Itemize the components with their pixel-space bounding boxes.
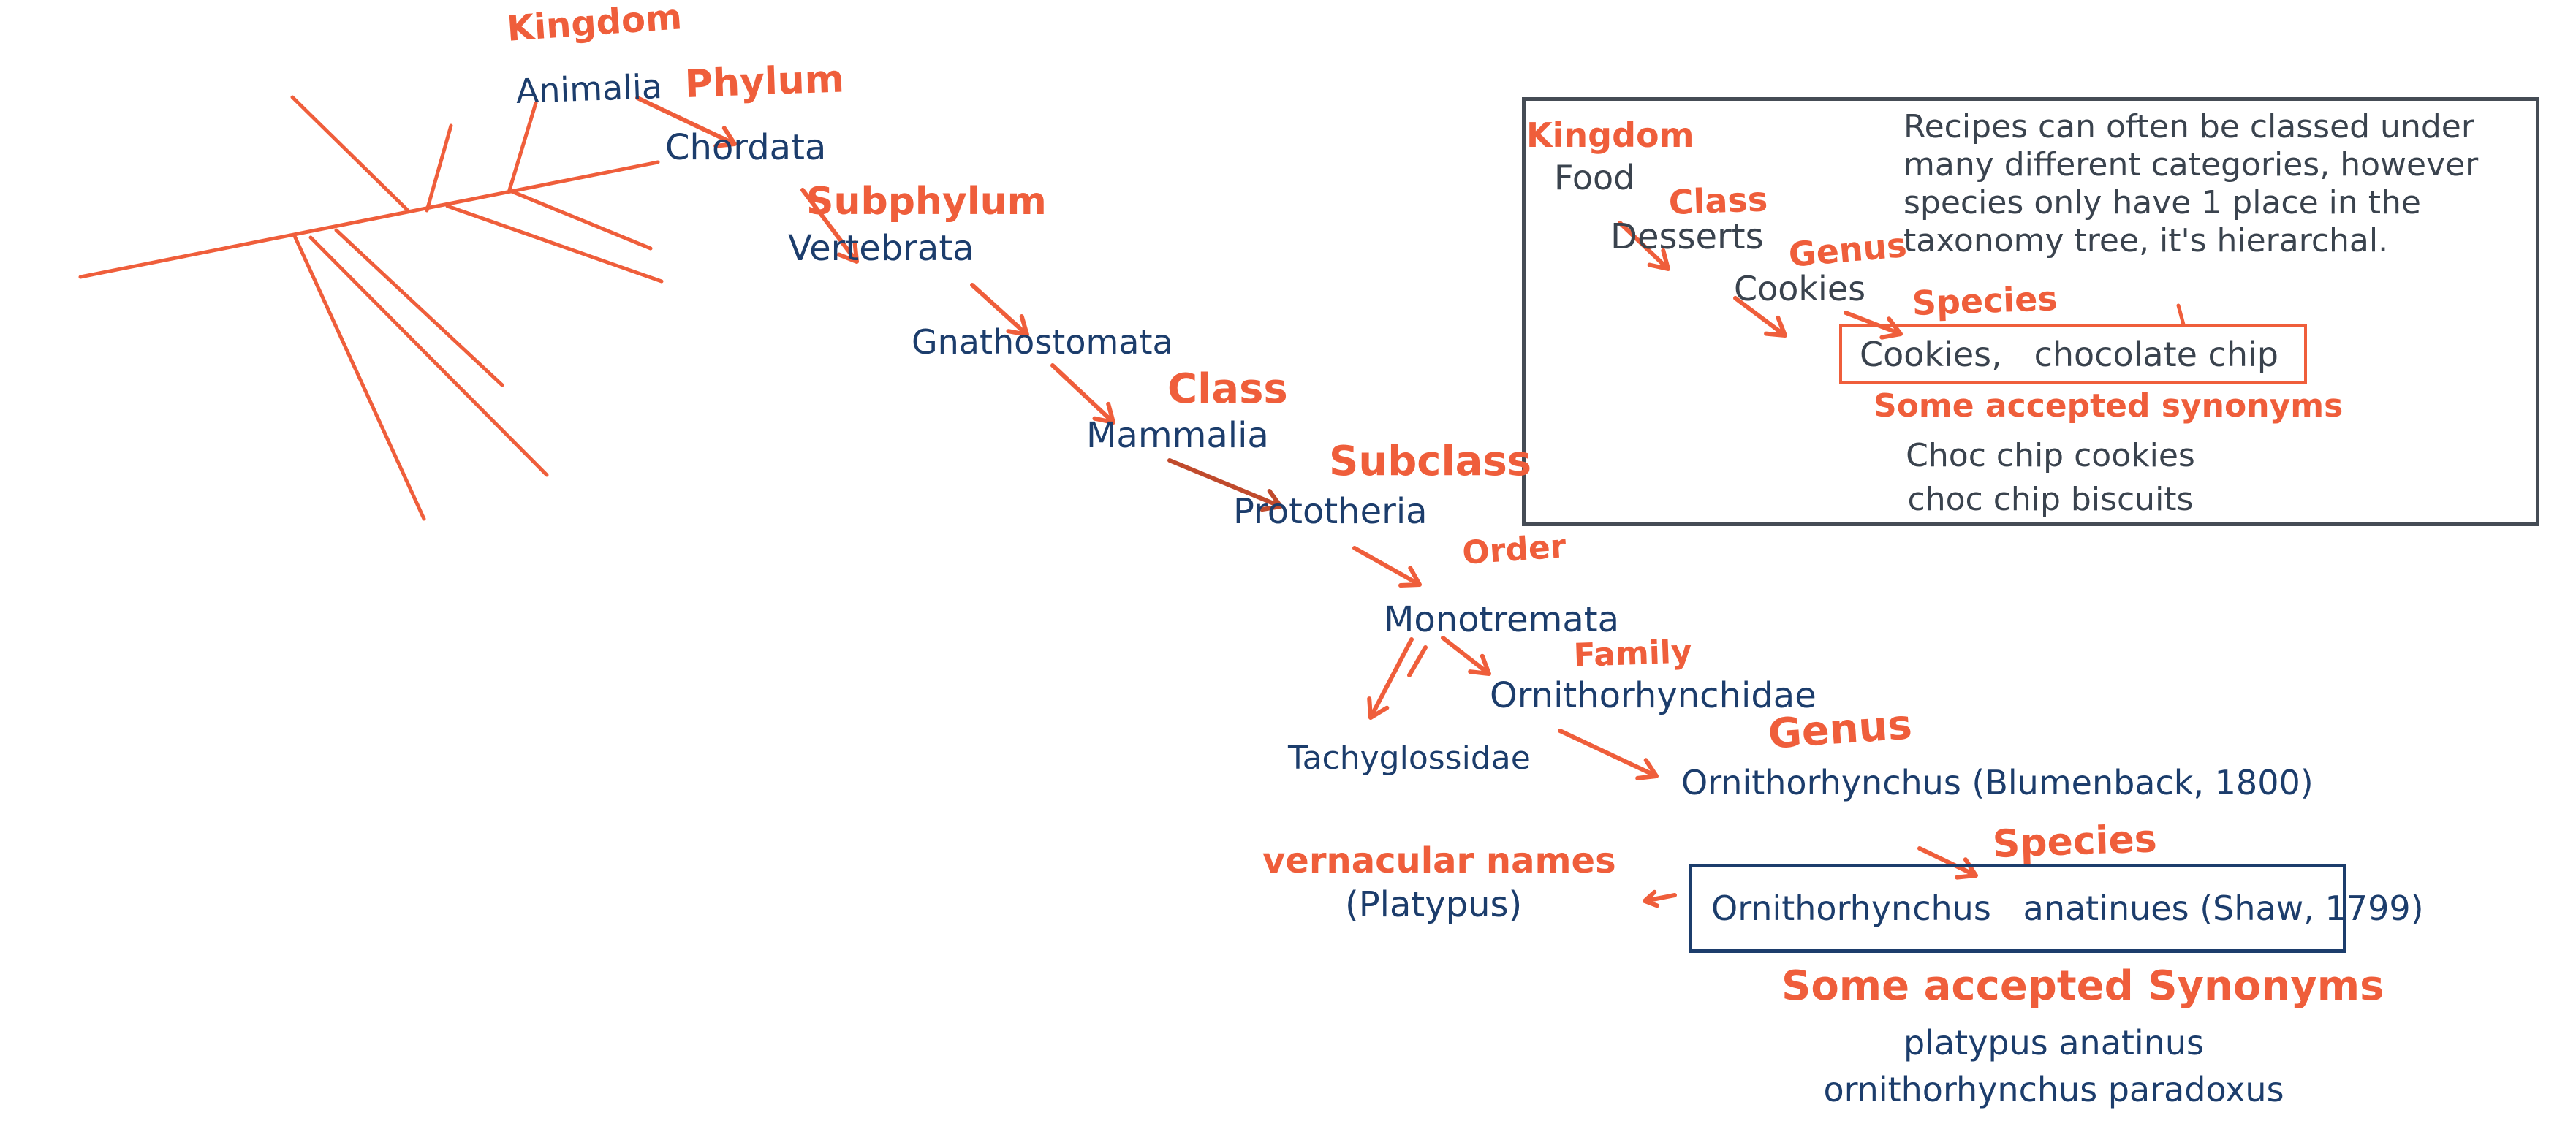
arrow-prototheria-to-monotremata	[1352, 546, 1422, 588]
synonym-2: ornithorhynchus paradoxus	[1823, 1070, 2284, 1109]
family-taxon: Ornithorhynchidae	[1490, 675, 1817, 716]
recipe-synonyms-block: Choc chip cookies choc chip biscuits	[1868, 440, 2233, 516]
class-rank-label: Class	[1167, 365, 1288, 413]
arrow-monotremata-to-tachyglossidae	[1367, 637, 1414, 720]
recipe-example-box	[1522, 97, 2539, 526]
recipe-kingdom-rank-label: Kingdom	[1526, 115, 1694, 155]
species-rank-label: Species	[1991, 817, 2158, 867]
order-rank-label: Order	[1461, 528, 1568, 572]
recipe-kingdom-value: Food	[1554, 158, 1635, 197]
recipe-genus-rank-label: Genus	[1787, 224, 1909, 275]
arrow-monotremata-to-ornithorhynchidae	[1441, 636, 1491, 676]
arrow-ornithorhynchidae-to-genus	[1558, 729, 1659, 780]
arrow-desserts-to-cookies	[1733, 296, 1787, 338]
arrow-chordata-to-vertebrata	[800, 188, 859, 264]
arrow-gnathostomata-to-mammalia	[1050, 363, 1115, 425]
recipe-note-line-3: species only have 1 place in the	[1903, 184, 2421, 221]
vernacular-name: (Platypus)	[1345, 884, 1523, 925]
tree-branch-4	[78, 160, 660, 279]
sister-family-taxon: Tachyglossidae	[1288, 740, 1531, 777]
synonyms-title: Some accepted Synonyms	[1781, 962, 2384, 1010]
recipe-note-line-1: Recipes can often be classed under	[1903, 108, 2474, 145]
tree-branch-7	[292, 234, 426, 521]
family-rank-label: Family	[1572, 633, 1693, 674]
species-box: Ornithorhynchus anatinues (Shaw, 1799)	[1689, 864, 2424, 953]
arrow-animalia-to-chordata	[635, 96, 737, 148]
recipe-genus-value: Cookies	[1734, 269, 1866, 308]
subclass-taxon: Prototheria	[1233, 491, 1428, 532]
genus-rank-label: Genus	[1766, 701, 1914, 759]
genus-taxon: Ornithorhynchus (Blumenback, 1800)	[1681, 763, 2314, 802]
phylum-taxon: Chordata	[665, 127, 827, 168]
tree-branch-5	[509, 189, 653, 251]
infraphylum-taxon: Gnathostomata	[912, 322, 1173, 362]
synonym-1: platypus anatinus	[1903, 1023, 2204, 1063]
subphylum-rank-label: Subphylum	[806, 180, 1047, 224]
subphylum-taxon: Vertebrata	[788, 228, 974, 269]
subclass-rank-label: Subclass	[1329, 438, 1532, 485]
arrow-species-box-to-vernacular	[1643, 889, 1677, 908]
vernacular-names-label: vernacular names	[1262, 840, 1616, 881]
recipe-class-value: Desserts	[1610, 216, 1764, 257]
tree-branch-1	[290, 95, 410, 213]
recipe-note: Recipes can often be classed under many …	[1903, 108, 2478, 260]
synonyms-block: Some accepted Synonyms platypus anatinus…	[1781, 962, 2384, 1109]
arrow-vertebrata-to-gnathostomata	[970, 283, 1029, 337]
recipe-synonym-1: Choc chip cookies	[1906, 437, 2195, 474]
recipe-class-rank-label: Class	[1667, 179, 1768, 222]
tree-branch-8	[308, 235, 549, 477]
recipe-species-box: Cookies, chocolate chip	[1839, 324, 2307, 384]
recipe-synonyms-label: Some accepted synonyms	[1874, 387, 2344, 425]
tree-branch-6	[445, 204, 664, 284]
arrow-mammalia-to-prototheria	[1167, 458, 1283, 512]
dash-above-cookies-box	[2176, 303, 2186, 327]
dash-monotremata-left	[1407, 645, 1428, 677]
species-name: Ornithorhynchus anatinues (Shaw, 1799)	[1711, 889, 2424, 928]
tree-branch-2	[425, 123, 453, 213]
class-taxon: Mammalia	[1086, 415, 1269, 456]
arrow-food-to-desserts	[1618, 221, 1670, 271]
kingdom-taxon: Animalia	[515, 66, 663, 111]
recipe-species-name: Cookies, chocolate chip	[1860, 335, 2278, 374]
recipe-note-line-2: many different categories, however	[1903, 146, 2479, 183]
phylum-rank-label: Phylum	[683, 57, 845, 107]
recipe-synonym-2: choc chip biscuits	[1907, 481, 2194, 518]
order-taxon: Monotremata	[1384, 599, 1620, 640]
recipe-note-line-4: taxonomy tree, it's hierarchal.	[1903, 222, 2389, 259]
recipe-species-rank-label: Species	[1911, 278, 2058, 323]
phylogenetic-tree-sketch	[78, 95, 664, 521]
tree-branch-3	[507, 101, 538, 192]
arrow-species-to-cookies-box	[1844, 311, 1903, 340]
tree-branch-9	[334, 228, 504, 387]
